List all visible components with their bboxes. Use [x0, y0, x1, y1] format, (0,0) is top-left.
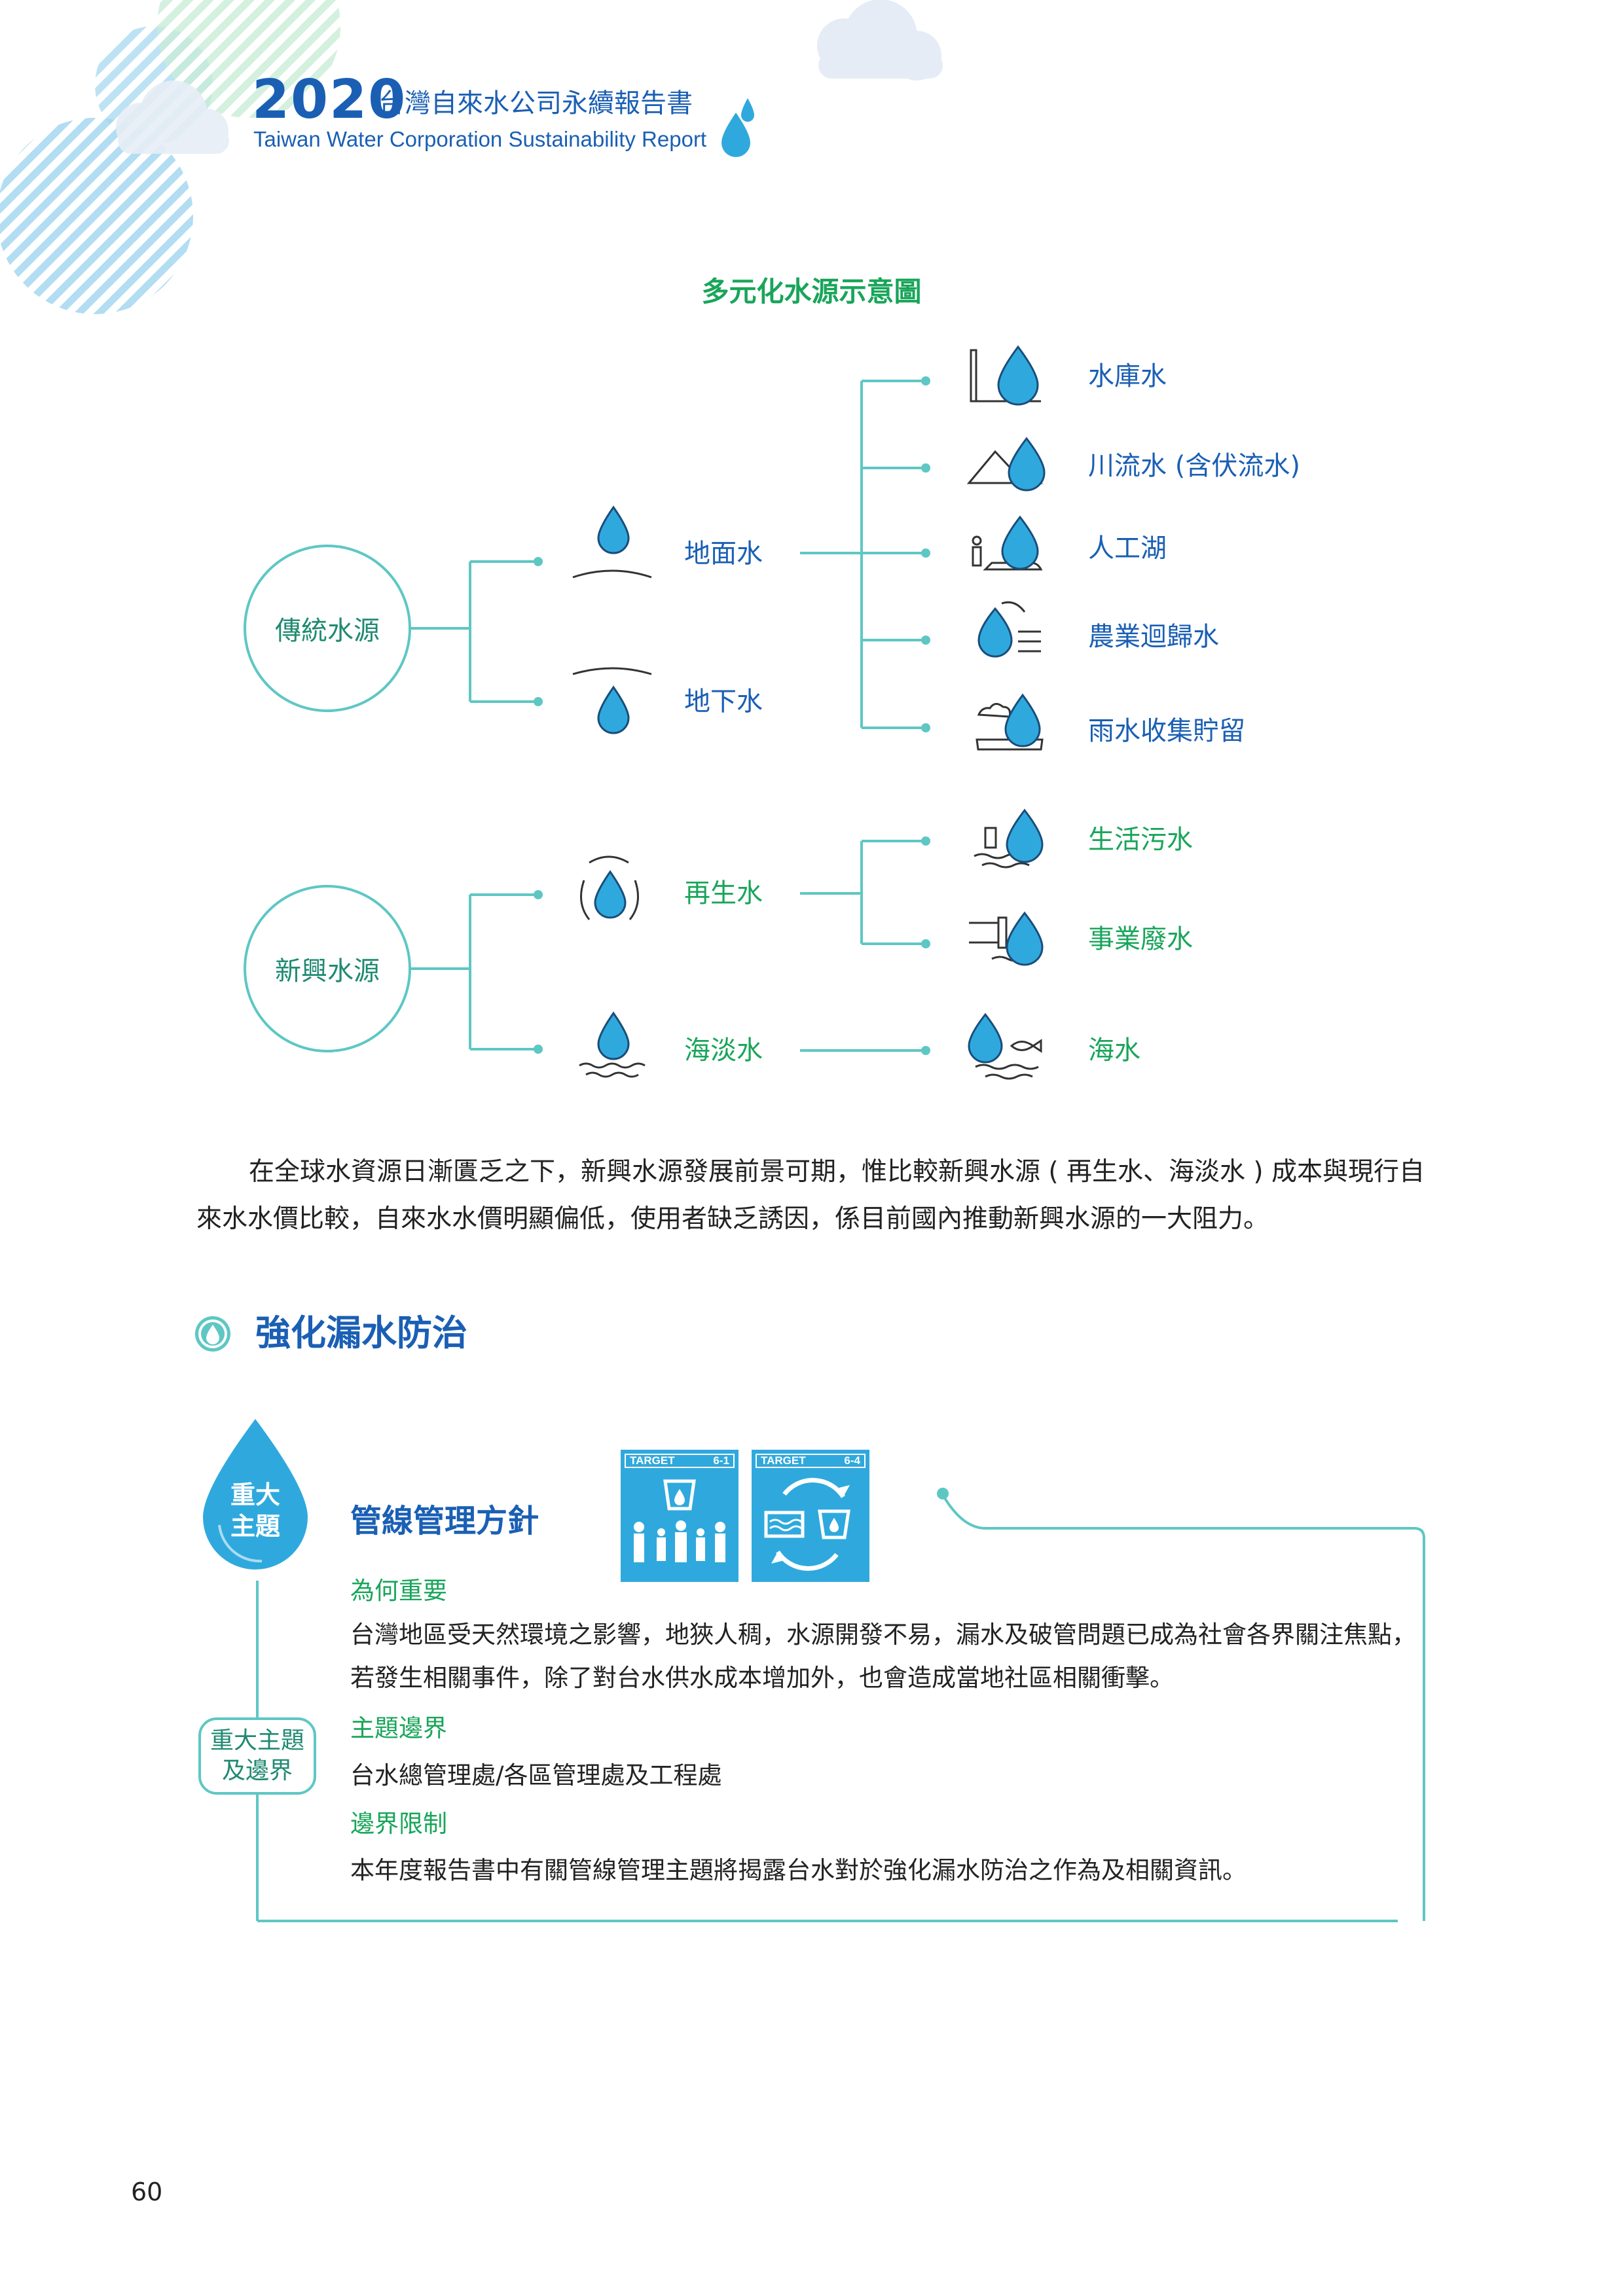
- reservoir-icon: [970, 345, 1041, 406]
- leaf-artificial-lake: 人工湖: [1088, 533, 1167, 564]
- body-paragraph: 在全球水資源日漸匱乏之下，新興水源發展前景可期，惟比較新興水源 ( 再生水、海淡…: [196, 1157, 1425, 1234]
- recycled-water-icon: [580, 855, 639, 920]
- industrial-wastewater-icon: [969, 911, 1044, 966]
- sdg-target-6-4: TARGET 6-4: [752, 1450, 869, 1582]
- traditional-source-label: 傳統水源: [275, 616, 380, 646]
- leaf-industrial-wastewater: 事業廢水: [1088, 924, 1193, 954]
- sdg-target-6-1: TARGET 6-1: [621, 1450, 739, 1582]
- water-drop-icon: [721, 98, 754, 157]
- boundary-limit-text: 本年度報告書中有關管線管理主題將揭露台水對於強化漏水防治之作為及相關資訊。: [350, 1856, 1247, 1884]
- material-topic-drop-icon: [203, 1419, 308, 1570]
- section-drop-icon: [195, 1316, 230, 1352]
- topic-boundary-text: 台水總管理處/各區管理處及工程處: [350, 1761, 722, 1789]
- water-access-icon: [634, 1479, 725, 1562]
- desalinated-water-label: 海淡水: [684, 1035, 763, 1066]
- report-title-en: Taiwan Water Corporation Sustainability …: [253, 127, 707, 151]
- leaf-river-water: 川流水 (含伏流水): [1088, 451, 1300, 481]
- leaf-reservoir-water: 水庫水: [1088, 361, 1167, 391]
- topic-boundary-heading: 主題邊界: [350, 1714, 447, 1742]
- groundwater-icon: [572, 667, 652, 734]
- water-efficiency-icon: [764, 1478, 850, 1571]
- seawater-icon: [968, 1013, 1042, 1080]
- leaf-domestic-sewage: 生活污水: [1088, 825, 1193, 855]
- boundary-limit-heading: 邊界限制: [350, 1810, 447, 1838]
- agricultural-return-icon: [977, 601, 1041, 658]
- desalination-icon: [579, 1011, 646, 1078]
- river-icon: [966, 437, 1046, 492]
- why-important-text: 台灣地區受天然環境之影響，地狹人稠，水源開發不易，漏水及破管問題已成為社會各界關…: [350, 1621, 1416, 1692]
- leaf-rainwater-harvest: 雨水收集貯留: [1088, 716, 1245, 746]
- emerging-source-node: 新興水源: [244, 885, 411, 1052]
- cloud-icon: [116, 81, 229, 154]
- surface-water-label: 地面水: [684, 539, 763, 569]
- header-decoration: [0, 0, 943, 314]
- cloud-icon: [817, 0, 943, 81]
- domestic-sewage-icon: [974, 808, 1044, 869]
- diagram-connectors: [410, 345, 1046, 1080]
- section-title: 強化漏水防治: [255, 1312, 467, 1354]
- emerging-source-label: 新興水源: [275, 956, 380, 986]
- material-topic-title: 管線管理方針: [350, 1503, 539, 1539]
- leaf-agricultural-return: 農業迴歸水: [1088, 622, 1219, 652]
- why-important-heading: 為何重要: [350, 1577, 447, 1605]
- material-topic-drop-label: 重大 主題: [230, 1480, 280, 1541]
- traditional-source-node: 傳統水源: [244, 545, 411, 712]
- report-title-zh: 台灣自來水公司永續報告書: [378, 88, 693, 118]
- report-year: 2020: [252, 69, 407, 131]
- diagram-title: 多元化水源示意圖: [701, 276, 922, 308]
- leaf-seawater: 海水: [1088, 1035, 1140, 1066]
- groundwater-label: 地下水: [684, 687, 763, 717]
- rain-harvest-icon: [976, 693, 1044, 751]
- material-topic-boundary-badge: 重大主題 及邊界: [198, 1717, 316, 1795]
- page-number: 60: [131, 2178, 163, 2206]
- recycled-water-label: 再生水: [684, 878, 763, 908]
- artificial-lake-icon: [972, 515, 1043, 571]
- surface-water-icon: [572, 505, 652, 579]
